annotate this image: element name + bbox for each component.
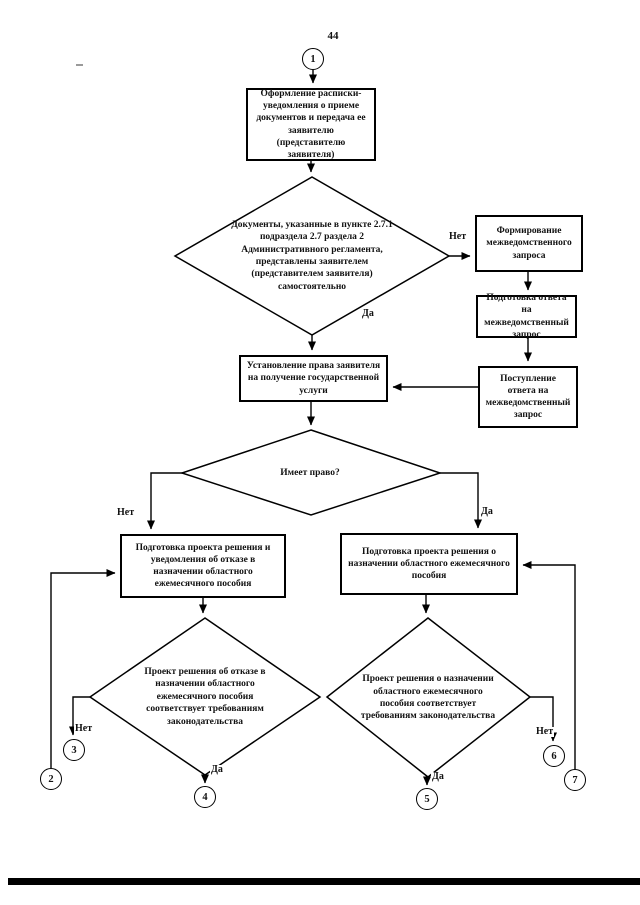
connector-6: 6 — [543, 745, 565, 767]
process-form-request: Формирование межведомственного запроса — [475, 215, 583, 272]
process-prepare-answer: Подготовка ответа на межведомственный за… — [476, 293, 577, 340]
scan-artifact — [76, 64, 83, 66]
label-no-refusalcheck: Нет — [74, 723, 94, 734]
connector-7: 7 — [564, 769, 586, 791]
label-yes-docs: Да — [361, 308, 375, 319]
process-receive-answer: Поступление ответа на межведомственный з… — [478, 366, 578, 428]
process-establish-right: Установление права заявителя на получени… — [239, 355, 388, 402]
decision-hasright-text: Имеет право? — [280, 467, 340, 478]
edge-refusalcheck-no-to-3 — [69, 696, 90, 736]
connector-3: 3 — [63, 739, 85, 761]
label-no-hasright: Нет — [116, 507, 136, 518]
decision-docs-text: Документы, указанные в пункте 2.7.1 подр… — [231, 219, 393, 292]
process-receipt: Оформление расписки-уведомления о приеме… — [246, 88, 376, 161]
decision-docs-shape — [173, 176, 451, 336]
edge-hasright-yes-to-approval — [440, 472, 482, 529]
edge-7-to-approval — [522, 561, 576, 769]
page-bottom-rule — [8, 878, 640, 885]
connector-1: 1 — [302, 48, 324, 70]
process-approval-draft: Подготовка проекта решения о назначении … — [340, 533, 518, 595]
connector-5: 5 — [416, 788, 438, 810]
process-refusal-draft: Подготовка проекта решения и уведомления… — [120, 534, 286, 598]
decision-refusalcheck-shape — [88, 617, 322, 776]
edge-2-to-refusal — [50, 569, 116, 768]
decision-refusalcheck-text: Проект решения об отказе в назначении об… — [144, 667, 266, 727]
decision-approvalcheck-shape — [325, 617, 532, 778]
label-no-docs: Нет — [448, 231, 468, 242]
connector-2: 2 — [40, 768, 62, 790]
decision-hasright-shape — [179, 429, 443, 516]
label-no-approvalcheck: Нет — [535, 726, 555, 737]
label-yes-approvalcheck: Да — [431, 771, 445, 782]
label-yes-hasright: Да — [480, 506, 494, 517]
page-number: 44 — [327, 30, 339, 42]
edge-hasright-no-to-refusal — [147, 472, 183, 530]
decision-approvalcheck-text: Проект решения о назначении областного е… — [360, 674, 496, 722]
connector-4: 4 — [194, 786, 216, 808]
edge-approvalcheck-no-to-6 — [530, 696, 557, 742]
label-yes-refusalcheck: Да — [210, 764, 224, 775]
